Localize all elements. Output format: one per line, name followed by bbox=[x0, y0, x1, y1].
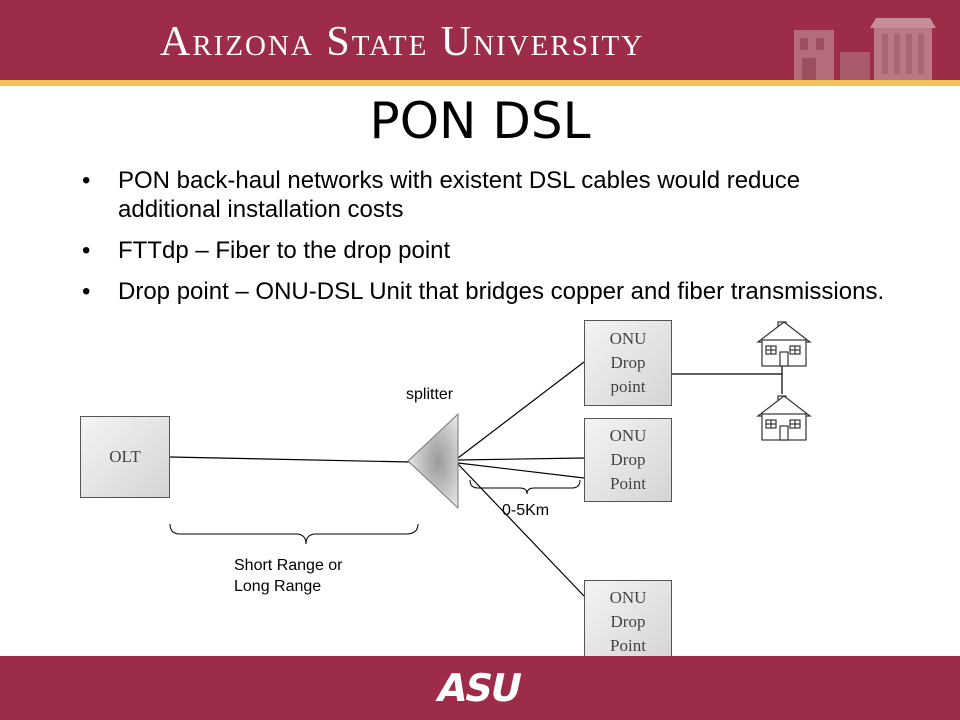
olt-box: OLT bbox=[80, 416, 170, 498]
onu-drop-point-box: ONU Drop Point bbox=[584, 418, 672, 502]
range-label: Short Range or Long Range bbox=[234, 557, 343, 595]
campus-building-image bbox=[780, 0, 960, 80]
house-icon bbox=[756, 395, 812, 441]
bullet-item: PON back-haul networks with existent DSL… bbox=[80, 166, 900, 224]
distance-label: 0-5Km bbox=[502, 502, 550, 519]
splitter-label: splitter bbox=[406, 386, 454, 403]
bullet-item: Drop point – ONU-DSL Unit that bridges c… bbox=[80, 277, 900, 306]
splitter-to-onu-3-line bbox=[457, 463, 585, 597]
splitter-to-onu-1-line bbox=[457, 361, 585, 459]
header-bar: Arizona State University bbox=[0, 0, 960, 80]
splitter-to-onu-2-line bbox=[457, 457, 585, 461]
footer-bar bbox=[0, 656, 960, 720]
header-accent-stripe bbox=[0, 80, 960, 86]
bullet-item: FTTdp – Fiber to the drop point bbox=[80, 236, 900, 265]
university-name: Arizona State University bbox=[160, 19, 645, 65]
range-brace bbox=[169, 523, 419, 545]
onu-drop-point-box: ONU Drop Point bbox=[584, 580, 672, 664]
splitter-icon bbox=[407, 412, 459, 510]
splitter-to-onu-2-line bbox=[457, 462, 585, 479]
asu-logo: ASU bbox=[433, 666, 525, 710]
distance-brace bbox=[469, 479, 581, 495]
bullet-list: PON back-haul networks with existent DSL… bbox=[80, 166, 900, 318]
onu-drop-point-box: ONU Drop point bbox=[584, 320, 672, 406]
slide-title: PON DSL bbox=[369, 92, 591, 150]
house-icon bbox=[756, 321, 812, 367]
olt-to-splitter-line bbox=[169, 456, 411, 463]
